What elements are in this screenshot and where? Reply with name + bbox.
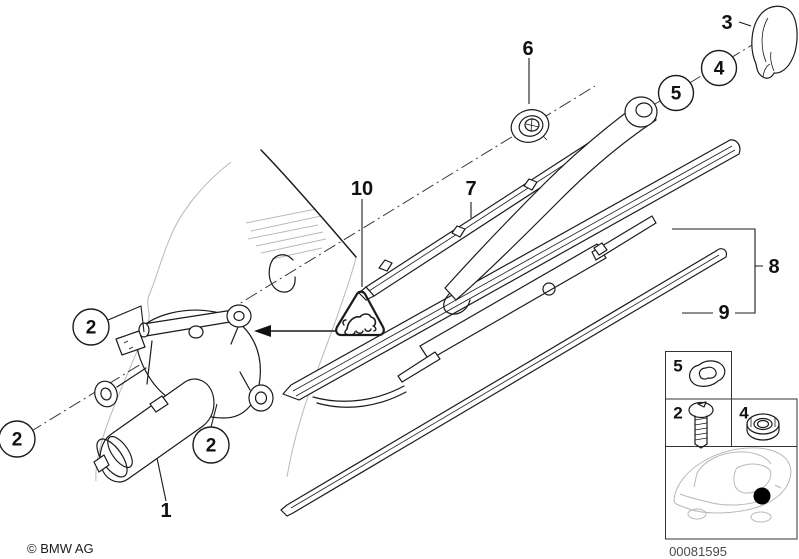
pivot-axis-centerline: [649, 41, 758, 108]
mount-eye-right: [248, 384, 274, 412]
callout-2-circle-right[interactable]: 2: [192, 426, 230, 464]
image-number: 00081595: [669, 544, 727, 559]
mount-eye-left: [94, 380, 118, 408]
callouts: 1 2 2 2 3 4 5 6 7 8 9 10: [0, 12, 780, 522]
blade-claw-clip: [593, 242, 608, 256]
motor-connector: [115, 330, 146, 356]
washer-icon: [689, 360, 726, 387]
screw-icon: [688, 401, 714, 449]
callout-3[interactable]: 3: [721, 12, 732, 34]
hatch-edge-line: [260, 149, 357, 258]
bull-symbol: [342, 313, 377, 336]
svg-text:5: 5: [671, 84, 682, 105]
car-location-sketch: [673, 447, 792, 523]
inset-label-5[interactable]: 5: [673, 357, 682, 376]
blade-claw-upper: [591, 215, 657, 261]
wiper-arm: [443, 96, 658, 315]
warning-triangle-outline: [335, 290, 385, 337]
callout-2-circle-bottom-left[interactable]: 2: [0, 420, 36, 458]
car-left-silhouette: [95, 161, 232, 482]
callout-9[interactable]: 9: [718, 302, 729, 324]
warning-triangle-part10: [254, 290, 385, 337]
leader-lines: [107, 21, 763, 502]
callout-7[interactable]: 7: [465, 178, 476, 200]
blade-claw-lower: [397, 351, 441, 383]
arm-hook: [443, 293, 471, 315]
copyright-text: © BMW AG: [27, 541, 94, 556]
motor-strap: [149, 395, 169, 413]
trim-strip-clip: [523, 178, 538, 191]
crank-boss: [226, 304, 252, 328]
leader-3: [738, 21, 752, 27]
blade-bridge: [419, 243, 607, 361]
callout-5-circle[interactable]: 5: [657, 74, 695, 112]
window-reflection-lines: [245, 208, 327, 260]
inset-panel: 5 2 4: [665, 351, 798, 540]
callout-10[interactable]: 10: [351, 178, 373, 200]
blade-bridge-hole: [542, 282, 556, 296]
inset-label-4[interactable]: 4: [739, 404, 749, 423]
callout-8[interactable]: 8: [768, 256, 779, 278]
callout-2-circle-left[interactable]: 2: [72, 308, 110, 346]
arm-pivot-hole: [635, 102, 653, 118]
trim-strip-clip: [451, 225, 466, 238]
leader-2c: [210, 403, 218, 428]
leader-2a: [107, 305, 145, 333]
leader-1: [156, 457, 167, 502]
callout-1[interactable]: 1: [160, 500, 171, 522]
wiper-motor-part1: [93, 304, 274, 483]
grommet-part6: [510, 109, 550, 143]
glass-spindle-hole: [268, 254, 296, 293]
blade-flexor-wire: [312, 385, 405, 402]
wiper-blade-part8: [282, 139, 741, 408]
wiper-location-dot: [753, 487, 771, 505]
callout-6[interactable]: 6: [522, 38, 533, 60]
svg-text:2: 2: [206, 436, 217, 457]
inset-cell-car: [665, 446, 798, 540]
svg-text:2: 2: [86, 318, 97, 339]
car-body-outline: [95, 149, 357, 482]
svg-text:2: 2: [12, 430, 23, 451]
callout-4-circle[interactable]: 4: [700, 49, 738, 87]
trim-strip-clip: [378, 259, 393, 272]
motor-shaft-stub: [93, 454, 110, 473]
output-spindle: [188, 325, 204, 339]
wiper-rubber-strip-part9: [280, 248, 727, 517]
spindle-cap-part3: [751, 5, 798, 79]
motor-axis-centerline: [29, 85, 596, 433]
assembly-centerlines: [29, 41, 758, 433]
inset-label-2[interactable]: 2: [673, 404, 682, 423]
pointer-arrow-head: [254, 325, 271, 337]
bracket-8-9: [672, 228, 763, 314]
nut-icon: [746, 413, 780, 441]
svg-text:4: 4: [714, 59, 725, 80]
